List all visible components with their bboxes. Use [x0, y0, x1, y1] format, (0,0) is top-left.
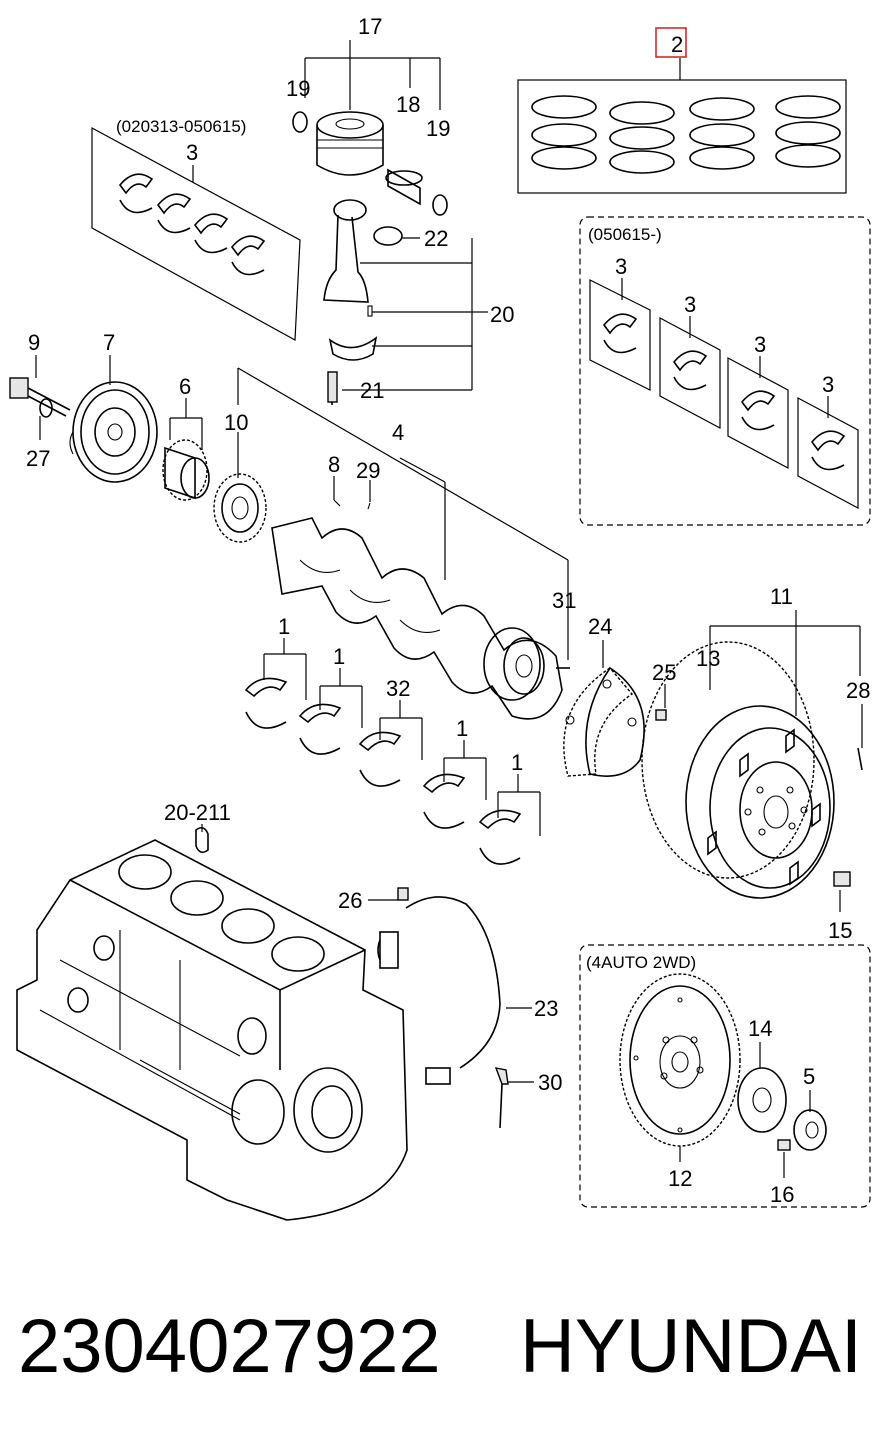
label-3-early[interactable]: 3 [186, 140, 198, 165]
label-5[interactable]: 5 [803, 1064, 815, 1089]
label-31[interactable]: 31 [552, 588, 576, 613]
part-labels: 17 2 19 18 19 (020313-050615) 3 22 (0506… [26, 14, 870, 1207]
label-27[interactable]: 27 [26, 446, 50, 471]
label-3-late-2[interactable]: 3 [684, 292, 696, 317]
piston-leader-lines [304, 40, 488, 391]
label-1-a[interactable]: 1 [278, 614, 290, 639]
crank-bolt[interactable] [9, 377, 71, 418]
label-9[interactable]: 9 [28, 330, 40, 355]
label-24[interactable]: 24 [588, 614, 612, 639]
bolt-25[interactable] [655, 684, 667, 721]
pulley-leader-lines [35, 355, 569, 660]
label-29[interactable]: 29 [356, 458, 380, 483]
label-19-left[interactable]: 19 [286, 76, 310, 101]
signal-plate[interactable] [563, 640, 645, 777]
label-20[interactable]: 20 [490, 302, 514, 327]
label-3-late-4[interactable]: 3 [822, 372, 834, 397]
drive-plate-group[interactable] [579, 944, 871, 1208]
label-19-right[interactable]: 19 [426, 116, 450, 141]
label-12[interactable]: 12 [668, 1166, 692, 1191]
label-7[interactable]: 7 [103, 330, 115, 355]
label-3-late-1[interactable]: 3 [615, 254, 627, 279]
label-22[interactable]: 22 [424, 226, 448, 251]
label-16[interactable]: 16 [770, 1182, 794, 1207]
label-6[interactable]: 6 [179, 374, 191, 399]
piston-assembly[interactable] [292, 111, 448, 216]
flywheel[interactable] [641, 641, 863, 899]
label-21[interactable]: 21 [360, 378, 384, 403]
label-4[interactable]: 4 [392, 420, 404, 445]
label-28[interactable]: 28 [846, 678, 870, 703]
label-26[interactable]: 26 [338, 888, 362, 913]
label-13[interactable]: 13 [696, 646, 720, 671]
label-10[interactable]: 10 [224, 410, 248, 435]
flywheel-leader-lines [709, 610, 863, 912]
brand-name: HYUNDAI [520, 1304, 863, 1389]
label-3-late-3[interactable]: 3 [754, 332, 766, 357]
bearing-set-late[interactable] [579, 216, 871, 526]
highlight-box-part-2 [655, 27, 687, 58]
main-bearings[interactable] [244, 638, 541, 865]
label-2[interactable]: 2 [671, 32, 683, 57]
label-8[interactable]: 8 [328, 452, 340, 477]
label-23[interactable]: 23 [534, 996, 558, 1021]
label-1-c[interactable]: 1 [456, 716, 468, 741]
cable-tie[interactable] [494, 1067, 534, 1129]
label-18[interactable]: 18 [396, 92, 420, 117]
label-17[interactable]: 17 [358, 14, 382, 39]
label-20-211[interactable]: 20-211 [164, 800, 231, 825]
cylinder-block[interactable] [16, 826, 408, 1221]
damper-pulley[interactable] [69, 381, 158, 483]
label-30[interactable]: 30 [538, 1070, 562, 1095]
crank-gear[interactable] [213, 473, 267, 543]
timing-sprocket[interactable] [162, 439, 210, 501]
bearing-set-early[interactable] [91, 126, 301, 341]
part-number: 2304027922 [18, 1304, 441, 1389]
label-14[interactable]: 14 [748, 1016, 772, 1041]
label-15[interactable]: 15 [828, 918, 852, 943]
label-1-d[interactable]: 1 [511, 750, 523, 775]
connecting-rod[interactable] [323, 199, 403, 405]
label-11[interactable]: 11 [770, 584, 793, 609]
note-bearing-set-late: (050615-) [588, 225, 662, 244]
engine-parts-diagram: 17 2 19 18 19 (020313-050615) 3 22 (0506… [9, 14, 871, 1221]
label-32[interactable]: 32 [386, 676, 410, 701]
knock-sensor-harness[interactable] [368, 887, 532, 1085]
label-1-b[interactable]: 1 [333, 644, 345, 669]
label-25[interactable]: 25 [652, 660, 676, 685]
note-bearing-set-early: (020313-050615) [116, 117, 246, 136]
note-auto-option: (4AUTO 2WD) [586, 953, 696, 972]
piston-ring-set[interactable] [517, 58, 847, 194]
crankshaft[interactable] [271, 499, 570, 720]
